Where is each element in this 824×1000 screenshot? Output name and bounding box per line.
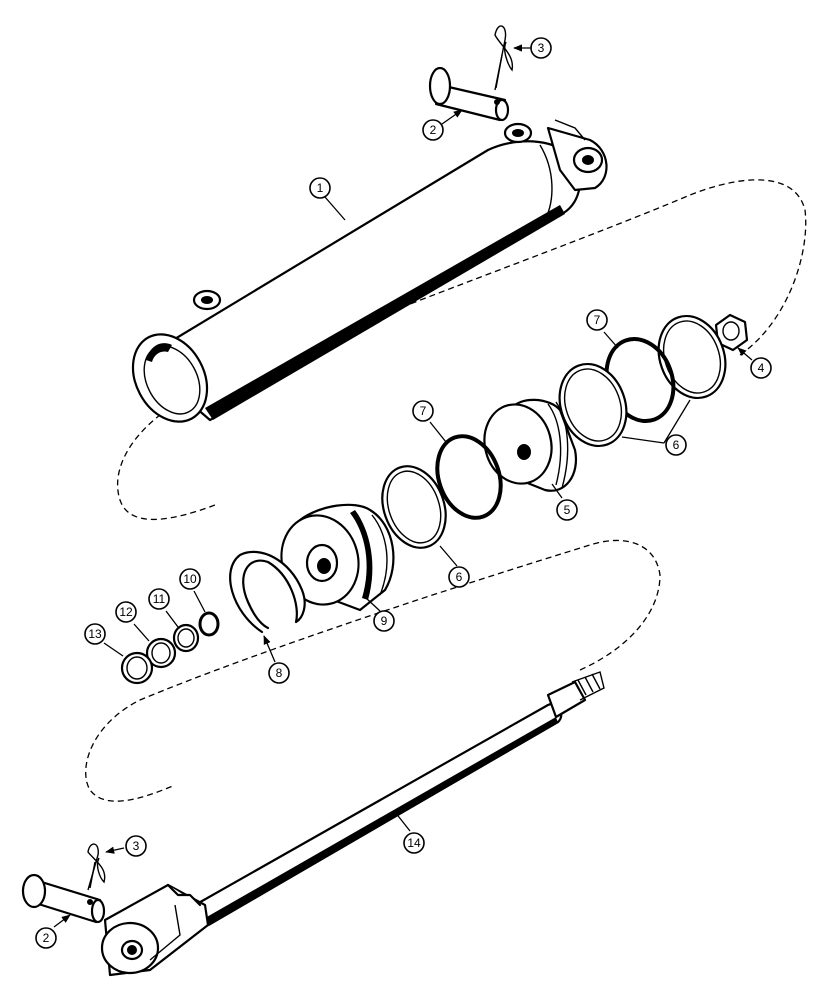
svg-text:4: 4 [758,361,765,375]
svg-text:10: 10 [183,572,197,586]
svg-text:5: 5 [564,503,571,517]
clevis-pin-top [428,66,510,122]
svg-text:6: 6 [673,438,680,452]
svg-text:3: 3 [133,839,140,853]
leader-2-top [441,109,463,125]
cylinder-barrel [131,122,582,423]
callout-1: 1 [309,177,331,199]
hair-pin-clip-bottom [87,843,106,891]
svg-text:7: 7 [420,404,427,418]
svg-text:9: 9 [381,614,388,628]
rod-seal-10 [198,611,220,637]
piston-rod [193,671,605,927]
callout-7-top: 7 [586,309,608,331]
callout-5: 5 [556,499,578,521]
rod-clevis [100,883,210,977]
gland [280,503,395,612]
leader-8 [263,635,276,663]
leader-6-mid [439,545,458,567]
callout-6-right: 6 [665,434,687,456]
leader-12 [133,623,150,642]
leader-9 [365,597,381,612]
leader-5 [551,483,563,499]
leader-2-bottom [53,914,71,928]
hair-pin-clip-top [494,25,514,91]
leader-4 [737,347,753,361]
callout-14: 14 [403,832,425,854]
leader-10 [193,590,206,613]
svg-text:2: 2 [430,123,437,137]
leader-7-top [603,331,619,349]
callout-6-mid: 6 [448,566,470,588]
leader-7-mid [429,421,447,443]
callout-12: 12 [115,601,137,623]
svg-text:12: 12 [119,605,133,619]
callout-7-mid: 7 [412,400,434,422]
callout-2-bottom: 2 [35,927,57,949]
svg-text:8: 8 [276,666,283,680]
assembly-path-upper [116,179,807,521]
callout-4: 4 [750,357,772,379]
svg-text:2: 2 [43,931,50,945]
backup-ring-near [381,465,447,549]
leader-6-right [621,399,691,444]
leader-14 [394,811,411,832]
svg-text:1: 1 [317,181,324,195]
o-ring-mid [435,434,503,520]
svg-text:6: 6 [456,570,463,584]
barrel-clevis [546,119,608,192]
svg-text:14: 14 [407,836,421,850]
svg-text:13: 13 [88,627,102,641]
svg-text:3: 3 [538,41,545,55]
svg-text:7: 7 [594,313,601,327]
callout-11: 11 [148,588,170,610]
leader-13 [103,642,124,657]
snap-ring [229,550,306,634]
leader-1 [324,196,346,221]
clevis-pin-bottom [21,873,106,924]
leader-3-bottom [105,846,125,854]
callout-13: 13 [84,623,106,645]
callout-3-top: 3 [530,37,552,59]
backup-ring-far [657,314,727,400]
svg-text:11: 11 [153,592,166,606]
callout-2-top: 2 [422,119,444,141]
leader-11 [165,610,179,628]
callout-10: 10 [179,568,201,590]
callout-3-bottom: 3 [125,835,147,857]
callout-8: 8 [268,662,290,684]
piston [483,398,578,492]
callout-9: 9 [373,610,395,632]
